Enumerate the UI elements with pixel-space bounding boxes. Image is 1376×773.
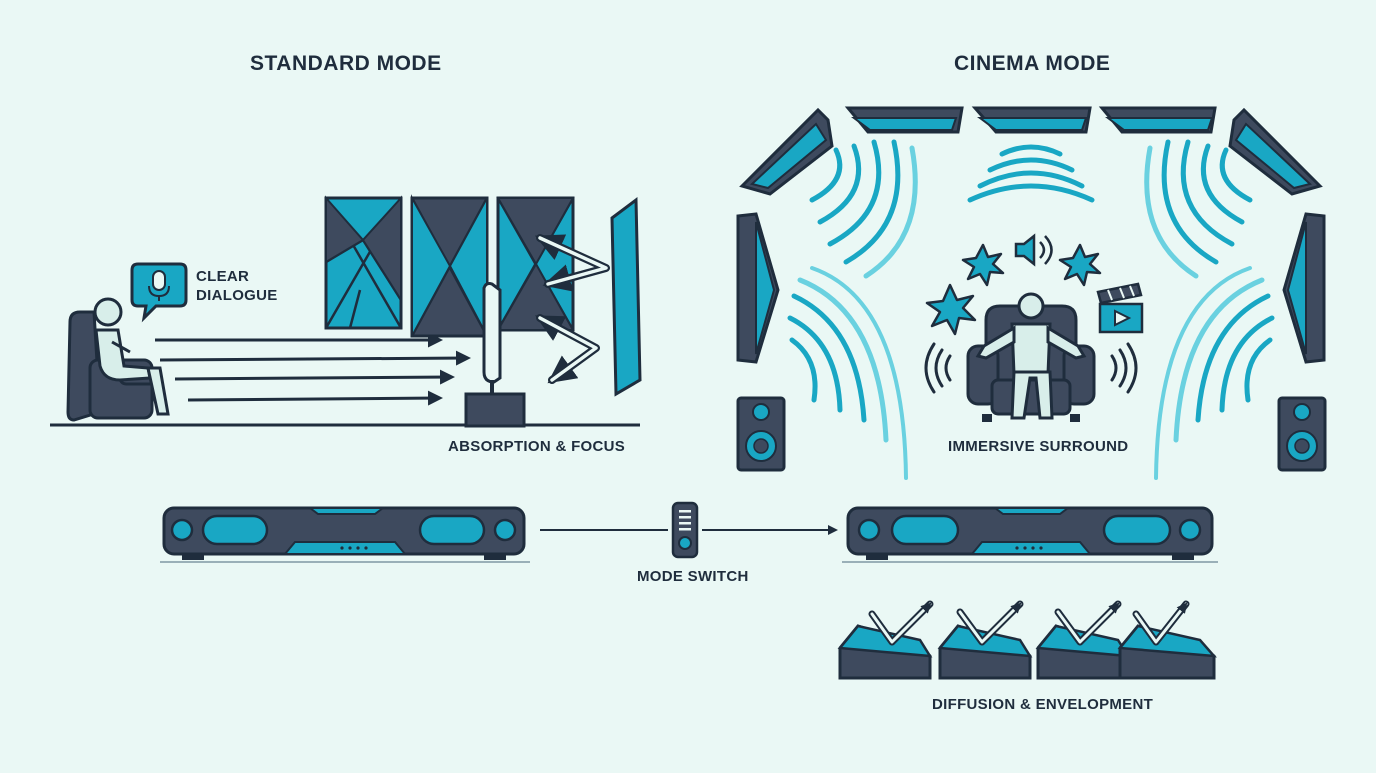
absorption-focus-label: ABSORPTION & FOCUS: [448, 438, 626, 455]
chair-sound-waves: [924, 342, 1138, 394]
immersive-surround-label: IMMERSIVE SURROUND: [948, 438, 1129, 455]
effect-bursts: [925, 243, 1102, 336]
diffuser-panel-3: [1035, 600, 1131, 680]
ceiling-speakers: [844, 106, 1217, 134]
surround-sound-waves: [787, 139, 1275, 480]
reflection-arrows: [534, 234, 610, 384]
diffuser-panels: [837, 600, 1217, 680]
diffuser-panel-2: [937, 600, 1033, 680]
clapperboard-icon: [1096, 282, 1144, 334]
microphone-icon: [148, 270, 170, 301]
mode-switch-label: MODE SWITCH: [637, 568, 749, 585]
absorption-panel-3: [496, 196, 575, 332]
diffuser-panel-4: [1117, 600, 1217, 680]
clear-dialogue-label-line2: DIALOGUE: [196, 287, 278, 304]
speech-bubble: [130, 262, 188, 323]
cinema-mode-title: CINEMA MODE: [954, 52, 1111, 75]
diffusion-envelopment-label: DIFFUSION & ENVELOPMENT: [932, 696, 1154, 713]
absorption-panel-2: [410, 194, 489, 338]
standard-mode-scene: [50, 194, 642, 428]
right-floor-speaker: [1277, 396, 1327, 472]
soundbar-cinema: [842, 506, 1218, 563]
armchair-person-left: [66, 297, 170, 422]
diffuser-panel-1: [837, 600, 934, 680]
side-wall-panel: [610, 197, 642, 397]
left-floor-speaker: [736, 396, 786, 472]
standard-mode-title: STANDARD MODE: [250, 52, 442, 75]
clear-dialogue-label-line1: CLEAR: [196, 268, 250, 285]
cinema-mode-scene: [736, 106, 1327, 480]
television: [464, 282, 526, 428]
absorption-panel-1: [324, 195, 403, 330]
speaker-volume-icon: [1014, 233, 1053, 267]
remote-control-icon: [671, 501, 699, 559]
mode-switch-connector: [540, 501, 838, 559]
focused-sound-beams: [155, 332, 471, 406]
armchair-person-right: [966, 292, 1096, 422]
soundbar-standard: [160, 506, 530, 563]
